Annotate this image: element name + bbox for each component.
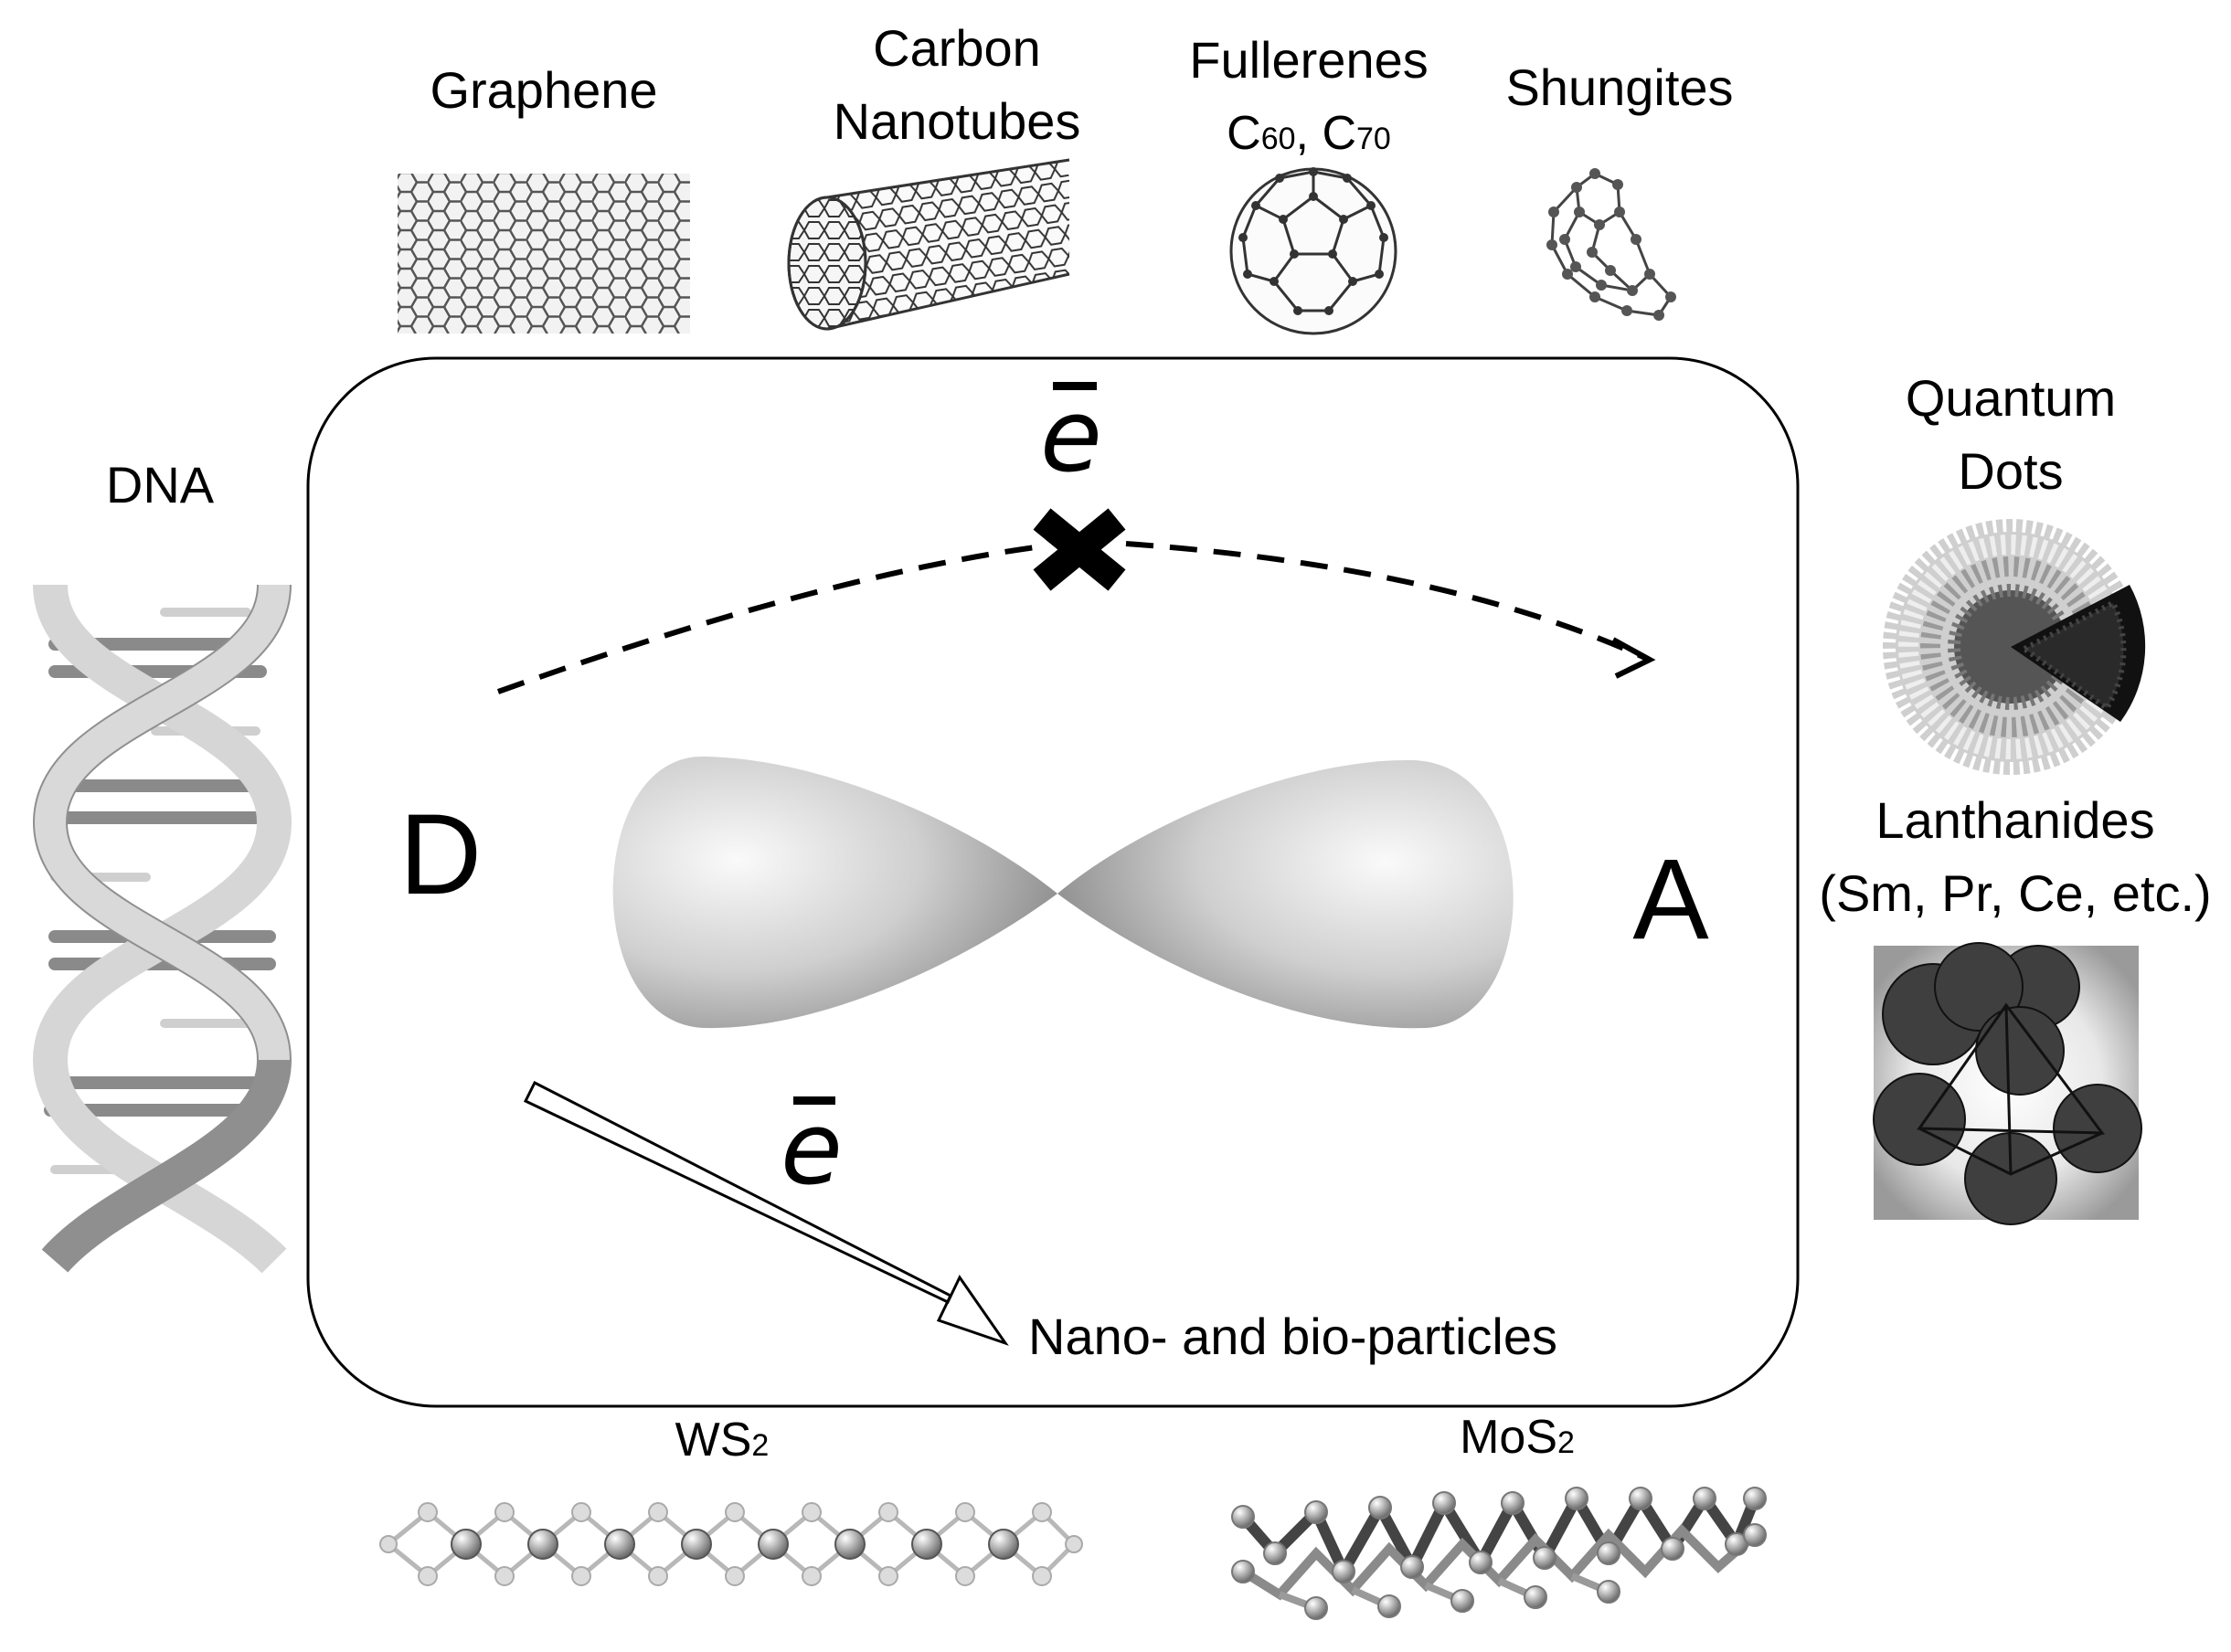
dna-helix-icon: [32, 583, 292, 1274]
carbon-nanotubes-label-line2: Nanotubes: [834, 92, 1081, 150]
graphene-label: Graphene: [430, 61, 657, 119]
blocked-transfer-path: [496, 541, 1656, 694]
lanthanide-cluster-icon: [1873, 942, 2142, 1225]
shungite-atoms: [1546, 168, 1676, 321]
mos2-text: MoS: [1460, 1411, 1557, 1464]
ws2-lattice-icon: [379, 1502, 1083, 1586]
electron-bottom-label: e: [781, 1090, 843, 1207]
quantum-dots-label-line2: Dots: [1958, 442, 2063, 500]
lanthanides-label-line2: (Sm, Pr, Ce, etc.): [1819, 864, 2211, 922]
electron-top-overbar: [1053, 382, 1097, 390]
mos2-subscript: 2: [1557, 1425, 1575, 1460]
electron-top-label: e: [1040, 377, 1102, 494]
p-orbital-shape: [612, 756, 1514, 1029]
orbital-lobe-right: [1057, 759, 1514, 1029]
ws2-group: WS2: [379, 1414, 1083, 1586]
orbital-lobe-left: [612, 756, 1057, 1029]
mos2-lattice-icon: [1231, 1487, 1767, 1620]
fullerenes-separator: , C: [1296, 107, 1356, 160]
mos2-label: MoS2: [1460, 1411, 1575, 1464]
hollow-arrow-icon: [523, 1080, 1009, 1346]
lanthanides-label-line1: Lanthanides: [1875, 791, 2154, 849]
shungites-group: Shungites: [1505, 58, 1734, 321]
fullerenes-formula: C60, C70: [1227, 107, 1391, 160]
graphene-group: Graphene: [398, 61, 690, 334]
quantum-dots-group: Quantum Dots: [1879, 369, 2146, 778]
fullerene-icon: [1229, 167, 1397, 335]
ws2-subscript: 2: [751, 1428, 769, 1463]
electron-bottom-overbar: [793, 1096, 835, 1105]
reaction-box: [306, 356, 1800, 1408]
fullerenes-c: C: [1227, 107, 1261, 160]
electron-bottom: e: [781, 1090, 843, 1207]
ws2-text: WS: [675, 1414, 752, 1467]
dna-label: DNA: [106, 456, 215, 514]
graphene-sheet-icon: [398, 174, 690, 334]
dna-group: DNA: [32, 456, 292, 1274]
fullerenes-c60-subscript: 60: [1261, 122, 1296, 156]
fullerenes-label-line1: Fullerenes: [1189, 31, 1428, 89]
mos2-group: MoS2: [1231, 1411, 1767, 1620]
fullerenes-group: Fullerenes C60, C70: [1189, 31, 1429, 335]
donor-label: D: [399, 791, 482, 918]
x-mark-icon: [1033, 508, 1126, 591]
shungites-label: Shungites: [1505, 58, 1733, 116]
lanthanides-group: Lanthanides (Sm, Pr, Ce, etc.): [1819, 791, 2212, 1225]
quantum-dot-icon: [1879, 515, 2146, 778]
electron-top: e: [1040, 377, 1102, 494]
acceptor-label: A: [1632, 836, 1709, 963]
nano-bio-particles-label: Nano- and bio-particles: [1028, 1308, 1557, 1365]
fullerenes-c70-subscript: 70: [1356, 122, 1391, 156]
quantum-dots-label-line1: Quantum: [1906, 369, 2116, 427]
fullerene-atoms: [1238, 167, 1388, 315]
carbon-nanotubes-label-line1: Carbon: [873, 19, 1041, 77]
ws2-label: WS2: [675, 1414, 770, 1467]
shungite-icon: [1550, 172, 1673, 317]
nanotube-icon: [787, 158, 1070, 331]
carbon-nanotubes-group: Carbon Nanotubes: [787, 19, 1081, 331]
